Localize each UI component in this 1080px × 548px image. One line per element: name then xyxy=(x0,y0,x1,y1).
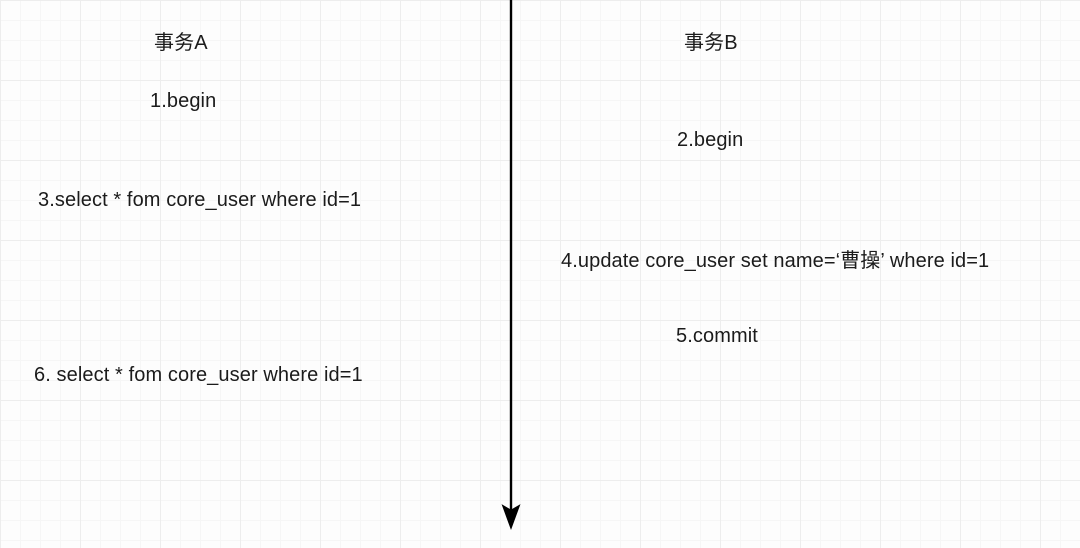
transaction-a-step-1: 1.begin xyxy=(150,90,217,112)
transaction-a-step-3: 3.select * fom core_user where id=1 xyxy=(38,189,362,211)
transaction-b-step-5: 5.commit xyxy=(676,325,758,347)
transaction-b-title: 事务B xyxy=(684,32,738,54)
transaction-a-title: 事务A xyxy=(154,32,208,54)
time-axis-arrow xyxy=(501,0,521,531)
time-axis-arrowhead xyxy=(501,504,521,531)
transaction-a-step-6: 6. select * fom core_user where id=1 xyxy=(34,364,363,386)
transaction-b-step-2: 2.begin xyxy=(677,129,744,151)
transaction-b-step-4: 4.update core_user set name=‘曹操’ where i… xyxy=(561,250,990,272)
